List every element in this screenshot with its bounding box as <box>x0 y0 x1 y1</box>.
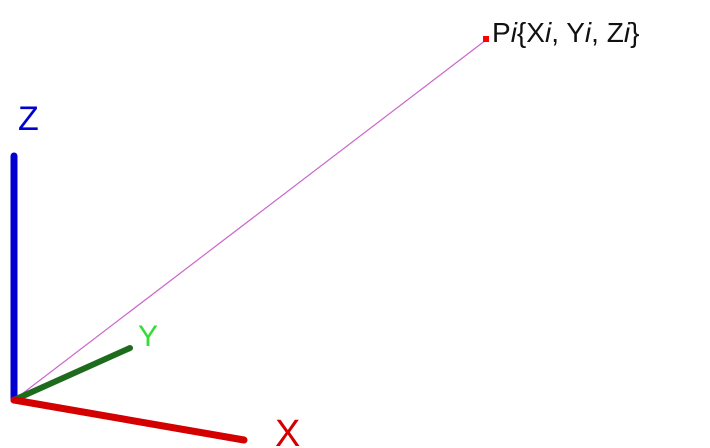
point-label-open: {X <box>517 17 545 48</box>
point-label-sub-y: i <box>585 17 592 48</box>
point-label-close: } <box>630 17 639 48</box>
z-axis-label: Z <box>18 100 39 138</box>
point-label-sub-z: i <box>624 17 631 48</box>
point-label-y: , Y <box>551 17 585 48</box>
point-label-sub-x: i <box>545 17 552 48</box>
x-axis <box>10 396 248 444</box>
x-axis-label: X <box>275 413 300 448</box>
ray-line <box>13 39 487 401</box>
point-label-sub-p: i <box>511 17 518 48</box>
point-label-z: , Z <box>591 17 624 48</box>
point-label-prefix: P <box>492 17 511 48</box>
y-axis-label: Y <box>138 320 158 353</box>
y-axis <box>11 345 133 403</box>
point-label: Pi{Xi, Yi, Zi} <box>492 17 639 48</box>
point-marker <box>483 36 489 42</box>
